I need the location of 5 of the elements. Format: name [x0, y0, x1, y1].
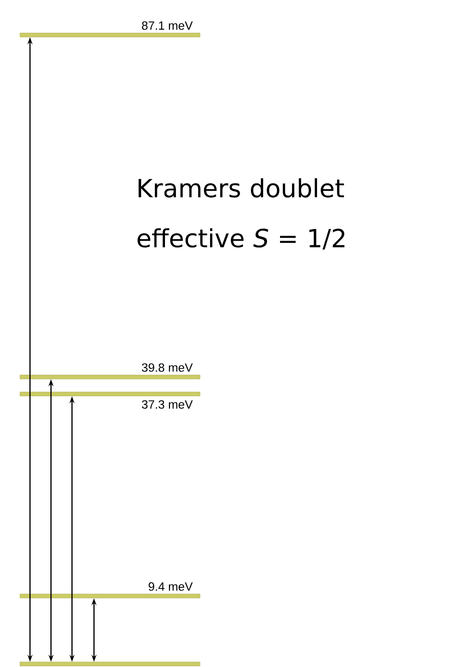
energy-label: 37.3 meV: [142, 400, 193, 409]
energy-label: 39.8 meV: [142, 363, 193, 372]
annotation-text: Kramers doublet effective S = 1/2: [138, 178, 344, 250]
energy-label: 9.4 meV: [148, 582, 193, 591]
energy-label: 87.1 meV: [142, 21, 193, 30]
